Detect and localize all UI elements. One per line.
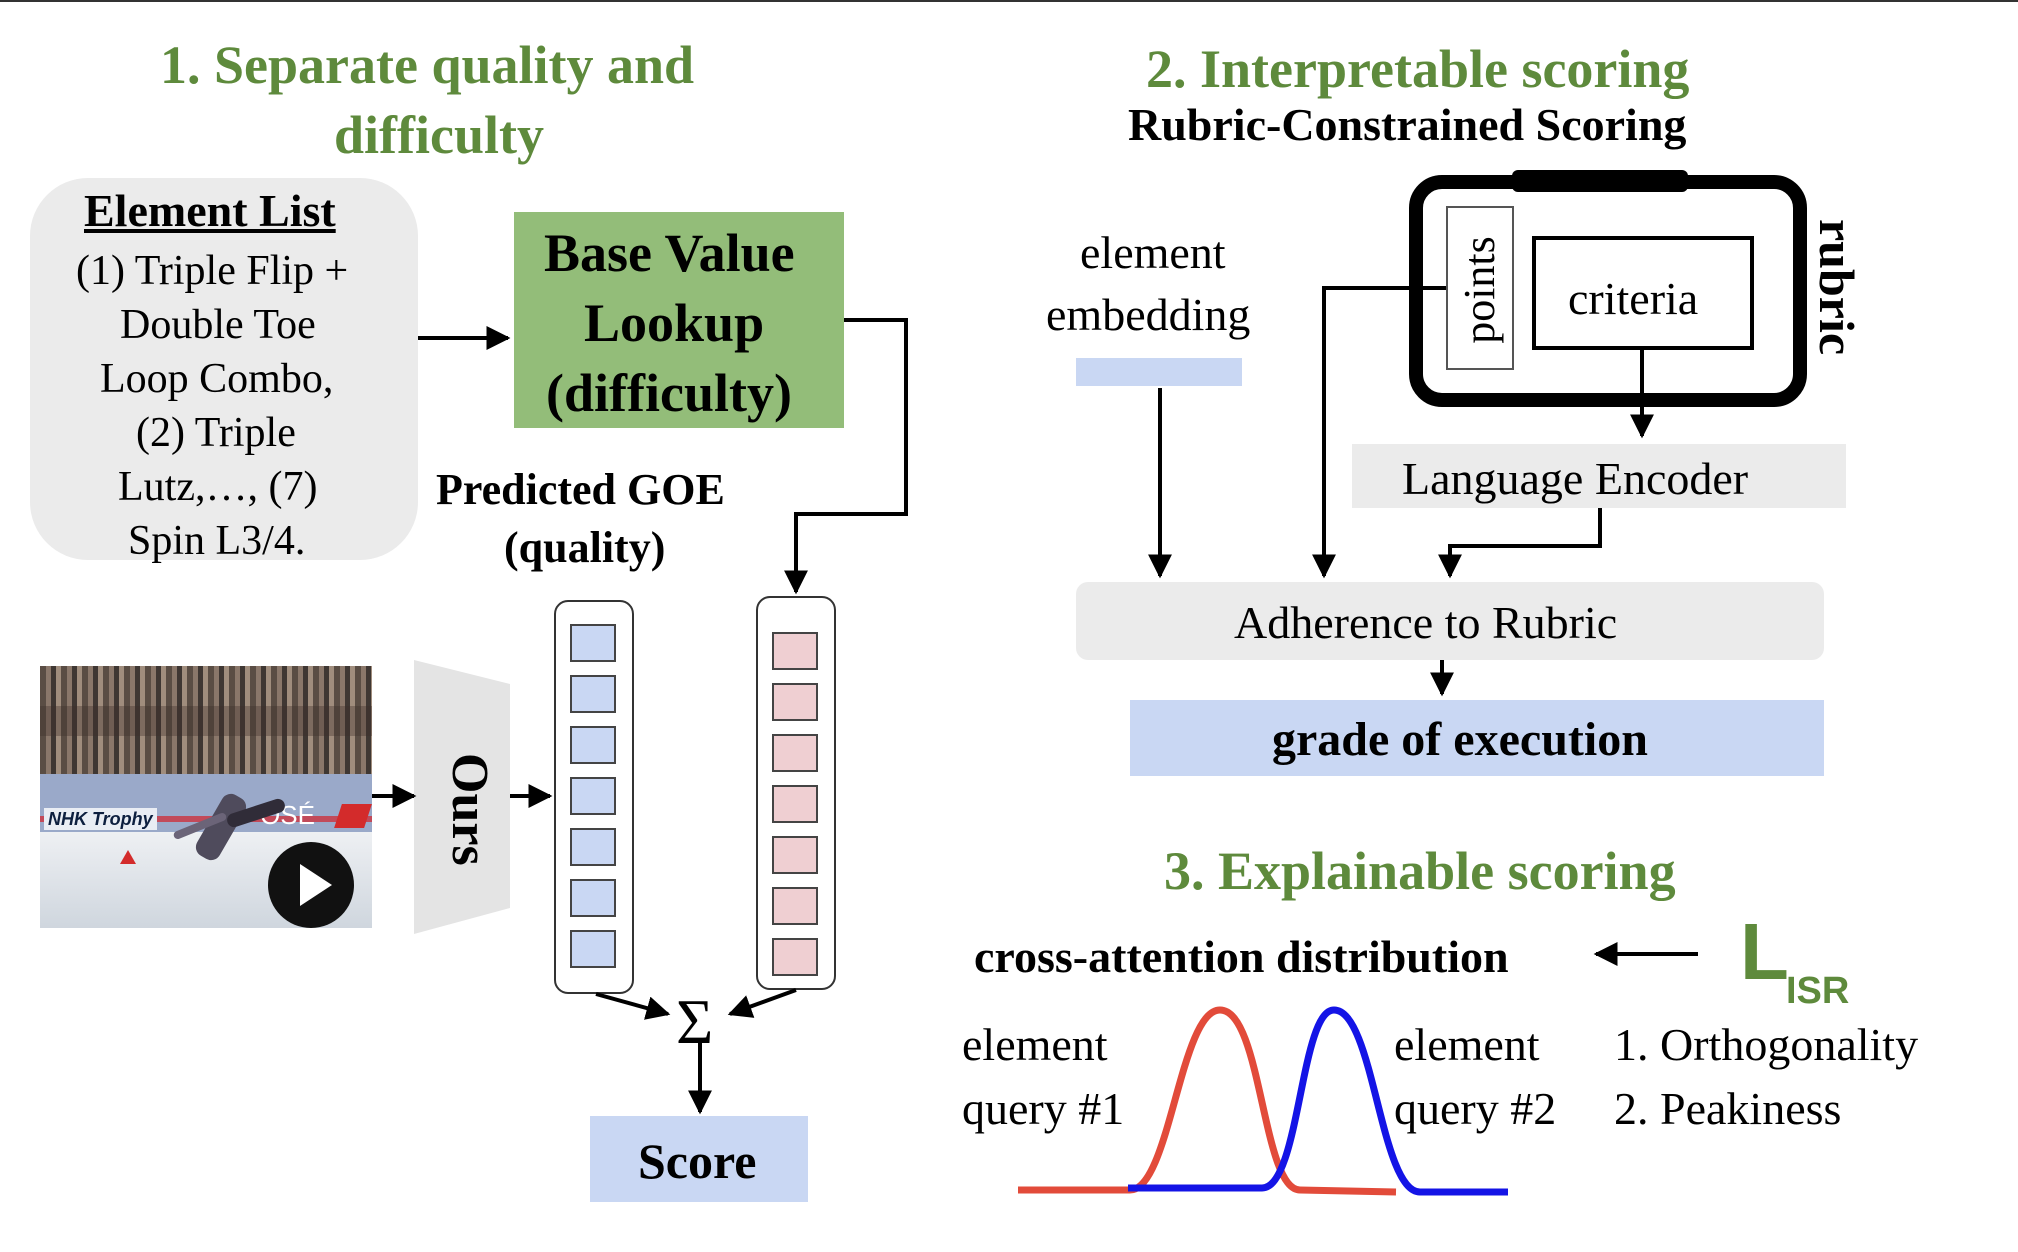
base-value-line: Base Value xyxy=(544,223,795,283)
loss-main: L xyxy=(1740,907,1789,996)
top-border xyxy=(0,0,2018,2)
language-encoder-label: Language Encoder xyxy=(1402,453,1749,504)
language-encoder-box xyxy=(1352,444,1846,508)
play-triangle xyxy=(300,864,332,906)
goe-cell xyxy=(570,726,616,764)
element-list-line: (2) Triple xyxy=(136,410,296,456)
arrow-encoder-to-adherence xyxy=(1438,508,1602,579)
query-1-curve xyxy=(1018,1006,1397,1196)
rubric-criteria-label: criteria xyxy=(1568,273,1699,324)
query-2-curve xyxy=(1128,1006,1508,1196)
sum-symbol: Σ xyxy=(676,986,714,1057)
element-embedding-bar xyxy=(1076,358,1242,386)
section2-subtitle: Rubric-Constrained Scoring xyxy=(1128,99,1687,150)
adherence-box xyxy=(1076,582,1824,660)
rubric-points-box xyxy=(1446,206,1514,370)
ice-marker xyxy=(120,850,136,864)
model-block xyxy=(414,660,510,934)
rubric-criteria-box xyxy=(1532,236,1754,350)
element-list-line: Spin L3/4. xyxy=(128,518,306,564)
base-value-line: Lookup xyxy=(584,293,765,353)
element-list-heading: Element List xyxy=(84,185,336,236)
section3-title: 3. Explainable scoring xyxy=(1164,841,1676,901)
video-thumbnail[interactable]: NHK Trophy OSÉ xyxy=(40,666,372,928)
element-list-line: Lutz,…, (7) xyxy=(118,464,318,510)
crowd-area xyxy=(40,666,372,774)
section2-title: 2. Interpretable scoring xyxy=(1146,39,1690,99)
query-1-label: element xyxy=(962,1019,1108,1070)
predicted-goe-label: Predicted GOE xyxy=(436,465,725,514)
base-value-cell xyxy=(772,632,818,670)
arrow-base-to-sum xyxy=(727,988,797,1018)
base-value-lookup-box xyxy=(514,212,844,428)
adherence-label: Adherence to Rubric xyxy=(1234,597,1618,648)
query-2-label: element xyxy=(1394,1019,1540,1070)
query-2-label-2: query #2 xyxy=(1394,1083,1557,1134)
goe-cell xyxy=(570,879,616,917)
base-value-cell xyxy=(772,734,818,772)
element-embedding-label-2: embedding xyxy=(1046,289,1251,340)
banner-text: NHK Trophy xyxy=(44,808,157,830)
element-list-line: Loop Combo, xyxy=(100,356,334,402)
arrow-goe-to-sum xyxy=(595,992,671,1020)
grade-box xyxy=(1130,700,1824,776)
section1-title-line1: 1. Separate quality and xyxy=(160,35,695,95)
goe-cell xyxy=(570,624,616,662)
goe-cell xyxy=(570,828,616,866)
base-value-cell xyxy=(772,836,818,874)
query-1-label-2: query #1 xyxy=(962,1083,1125,1134)
arrow-lookup-to-base xyxy=(784,318,908,595)
arrow-points-to-adherence xyxy=(1312,286,1446,579)
loss-item: 1. Orthogonality xyxy=(1614,1019,1919,1070)
base-value-cell xyxy=(772,683,818,721)
cross-attention-label: cross-attention distribution xyxy=(974,931,1509,982)
section1-title-line2: difficulty xyxy=(334,105,544,165)
score-box xyxy=(590,1116,808,1202)
base-value-cell xyxy=(772,938,818,976)
loss-subscript: ISR xyxy=(1786,970,1850,1012)
goe-cell xyxy=(570,930,616,968)
element-list-line: (1) Triple Flip + xyxy=(76,248,349,294)
grade-label: grade of execution xyxy=(1272,713,1648,766)
base-value-cell xyxy=(772,887,818,925)
predicted-goe-sub: (quality) xyxy=(504,523,666,572)
base-value-line: (difficulty) xyxy=(546,363,792,423)
element-list-box xyxy=(30,178,418,560)
goe-cell xyxy=(570,777,616,815)
crowd-shade xyxy=(40,706,372,736)
element-embedding-label: element xyxy=(1080,227,1226,278)
goe-cell xyxy=(570,675,616,713)
score-label: Score xyxy=(638,1133,757,1189)
loss-item: 2. Peakiness xyxy=(1614,1083,1842,1134)
element-list-line: Double Toe xyxy=(120,302,316,348)
base-value-cell xyxy=(772,785,818,823)
play-icon[interactable] xyxy=(268,842,354,928)
